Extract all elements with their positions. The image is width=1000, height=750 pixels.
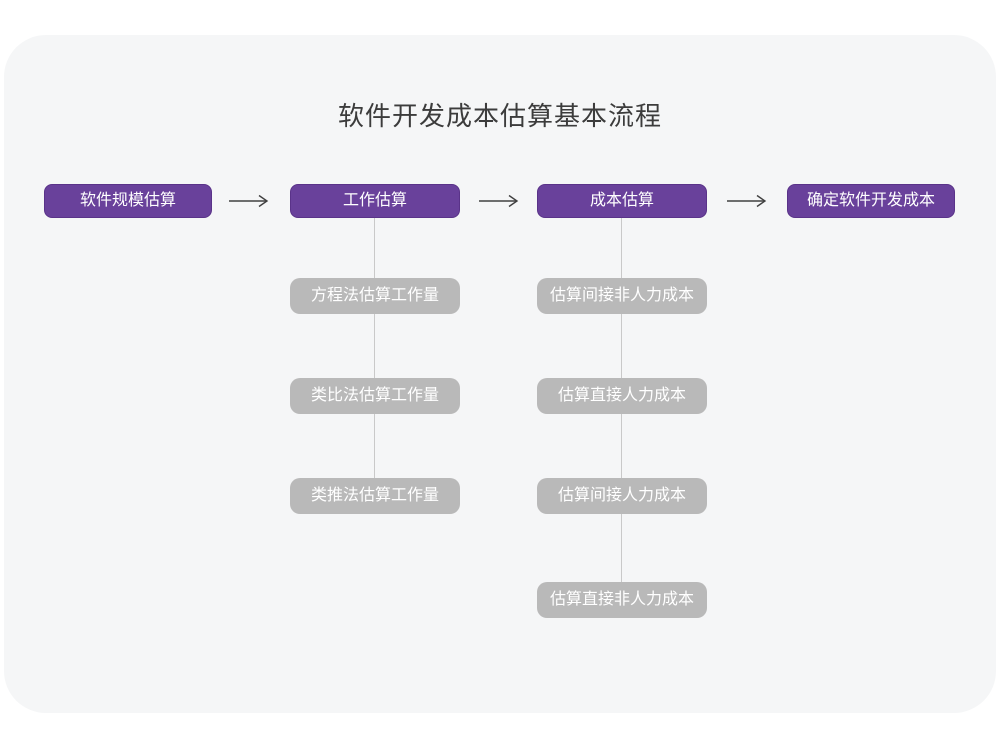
substep-direct-nonlabor-cost: 估算直接非人力成本 [537, 582, 707, 618]
substep-direct-labor-cost: 估算直接人力成本 [537, 378, 707, 414]
stage-node-cost-estimation: 成本估算 [537, 184, 707, 218]
substep-equation-method: 方程法估算工作量 [290, 278, 460, 314]
stage-node-determine-development-cost: 确定软件开发成本 [787, 184, 955, 218]
stage-node-work-estimation: 工作估算 [290, 184, 460, 218]
stage-node-software-scale-estimation: 软件规模估算 [44, 184, 212, 218]
diagram-title: 软件开发成本估算基本流程 [337, 101, 662, 131]
substep-analogy-method: 类比法估算工作量 [290, 378, 460, 414]
substep-indirect-labor-cost: 估算间接人力成本 [537, 478, 707, 514]
substep-indirect-nonlabor-cost: 估算间接非人力成本 [537, 278, 707, 314]
right-arrow-icon [229, 194, 269, 208]
right-arrow-icon [727, 194, 767, 208]
substep-extrapolation-method: 类推法估算工作量 [290, 478, 460, 514]
right-arrow-icon [479, 194, 519, 208]
connector-line-work-estimation [374, 218, 375, 480]
diagram-card [4, 35, 996, 713]
